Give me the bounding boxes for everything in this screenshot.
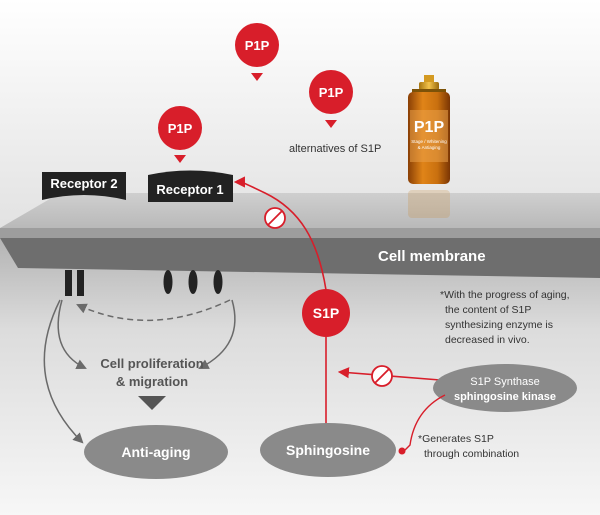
receptor2-to-prolif-arrow xyxy=(57,299,87,370)
receptor1-to-prolif-arrow xyxy=(198,299,236,369)
bottle-line2: & Antiaging xyxy=(418,145,441,150)
receptor-1: Receptor 1 xyxy=(148,170,233,202)
sphingosine-kinase-label: sphingosine kinase xyxy=(454,391,556,403)
p1p-ball-top: P1P xyxy=(235,23,279,81)
receptor1-channel-c xyxy=(213,270,223,294)
p1p-left-label: P1P xyxy=(168,121,193,136)
bottle-reflection xyxy=(408,190,450,218)
aging-note-line3: synthesizing enzyme is xyxy=(445,319,553,331)
s1p-ball: S1P xyxy=(302,289,350,337)
receptor-1-label: Receptor 1 xyxy=(156,182,223,197)
cell-membrane-label: Cell membrane xyxy=(378,248,486,265)
s1p-to-receptor-arrow xyxy=(233,176,327,291)
receptor2-channel-bar-b xyxy=(77,270,84,296)
kinase-to-dot-line xyxy=(402,394,446,453)
bottle-brand: P1P xyxy=(414,119,445,136)
blocked-icon-upper xyxy=(264,207,286,229)
p1p-mid-label: P1P xyxy=(319,85,344,100)
cell-proliferation-label: Cell proliferation xyxy=(100,356,203,371)
prolif-down-triangle xyxy=(138,396,166,410)
generates-note-line1: *Generates S1P xyxy=(418,433,494,445)
synthase-label: S1P Synthase xyxy=(470,376,540,388)
p1p-ball-mid: P1P xyxy=(309,70,353,128)
receptor1-channel-b xyxy=(188,270,198,294)
aging-note-line4: decreased in vivo. xyxy=(445,334,530,346)
combination-dot xyxy=(398,447,406,455)
receptor2-to-antiaging-arrow xyxy=(43,299,84,444)
receptor1-channel-a xyxy=(163,270,173,294)
anti-aging-label: Anti-aging xyxy=(121,444,190,460)
sphingosine-label: Sphingosine xyxy=(286,442,370,458)
blocked-icon-lower xyxy=(371,365,393,387)
s1p-synthase-ellipse: S1P Synthase sphingosine kinase xyxy=(433,364,577,412)
membrane-top-surface xyxy=(0,193,600,228)
aging-note-line1: *With the progress of aging, xyxy=(440,289,570,301)
anti-aging-ellipse: Anti-aging xyxy=(84,425,228,479)
bottle-line1: Stage / Whitening xyxy=(411,139,447,144)
alternatives-label: alternatives of S1P xyxy=(289,143,381,155)
membrane-edge xyxy=(0,228,600,238)
aging-note-line2: the content of S1P xyxy=(445,304,531,316)
p1p-ball-left: P1P xyxy=(158,106,202,163)
generates-note-line2: through combination xyxy=(424,448,519,460)
receptor-2: Receptor 2 xyxy=(42,172,126,200)
migration-label: & migration xyxy=(116,374,188,389)
product-bottle-image: P1P Stage / Whitening & Antiaging xyxy=(408,75,450,218)
receptor-2-label: Receptor 2 xyxy=(50,176,117,191)
p1p-top-label: P1P xyxy=(245,38,270,53)
s1p-label: S1P xyxy=(313,305,339,321)
receptor2-channel-bar-a xyxy=(65,270,72,296)
cell-membrane-band xyxy=(0,238,600,278)
sphingosine-ellipse: Sphingosine xyxy=(260,423,396,477)
dashed-crosstalk-arrow xyxy=(76,299,231,322)
